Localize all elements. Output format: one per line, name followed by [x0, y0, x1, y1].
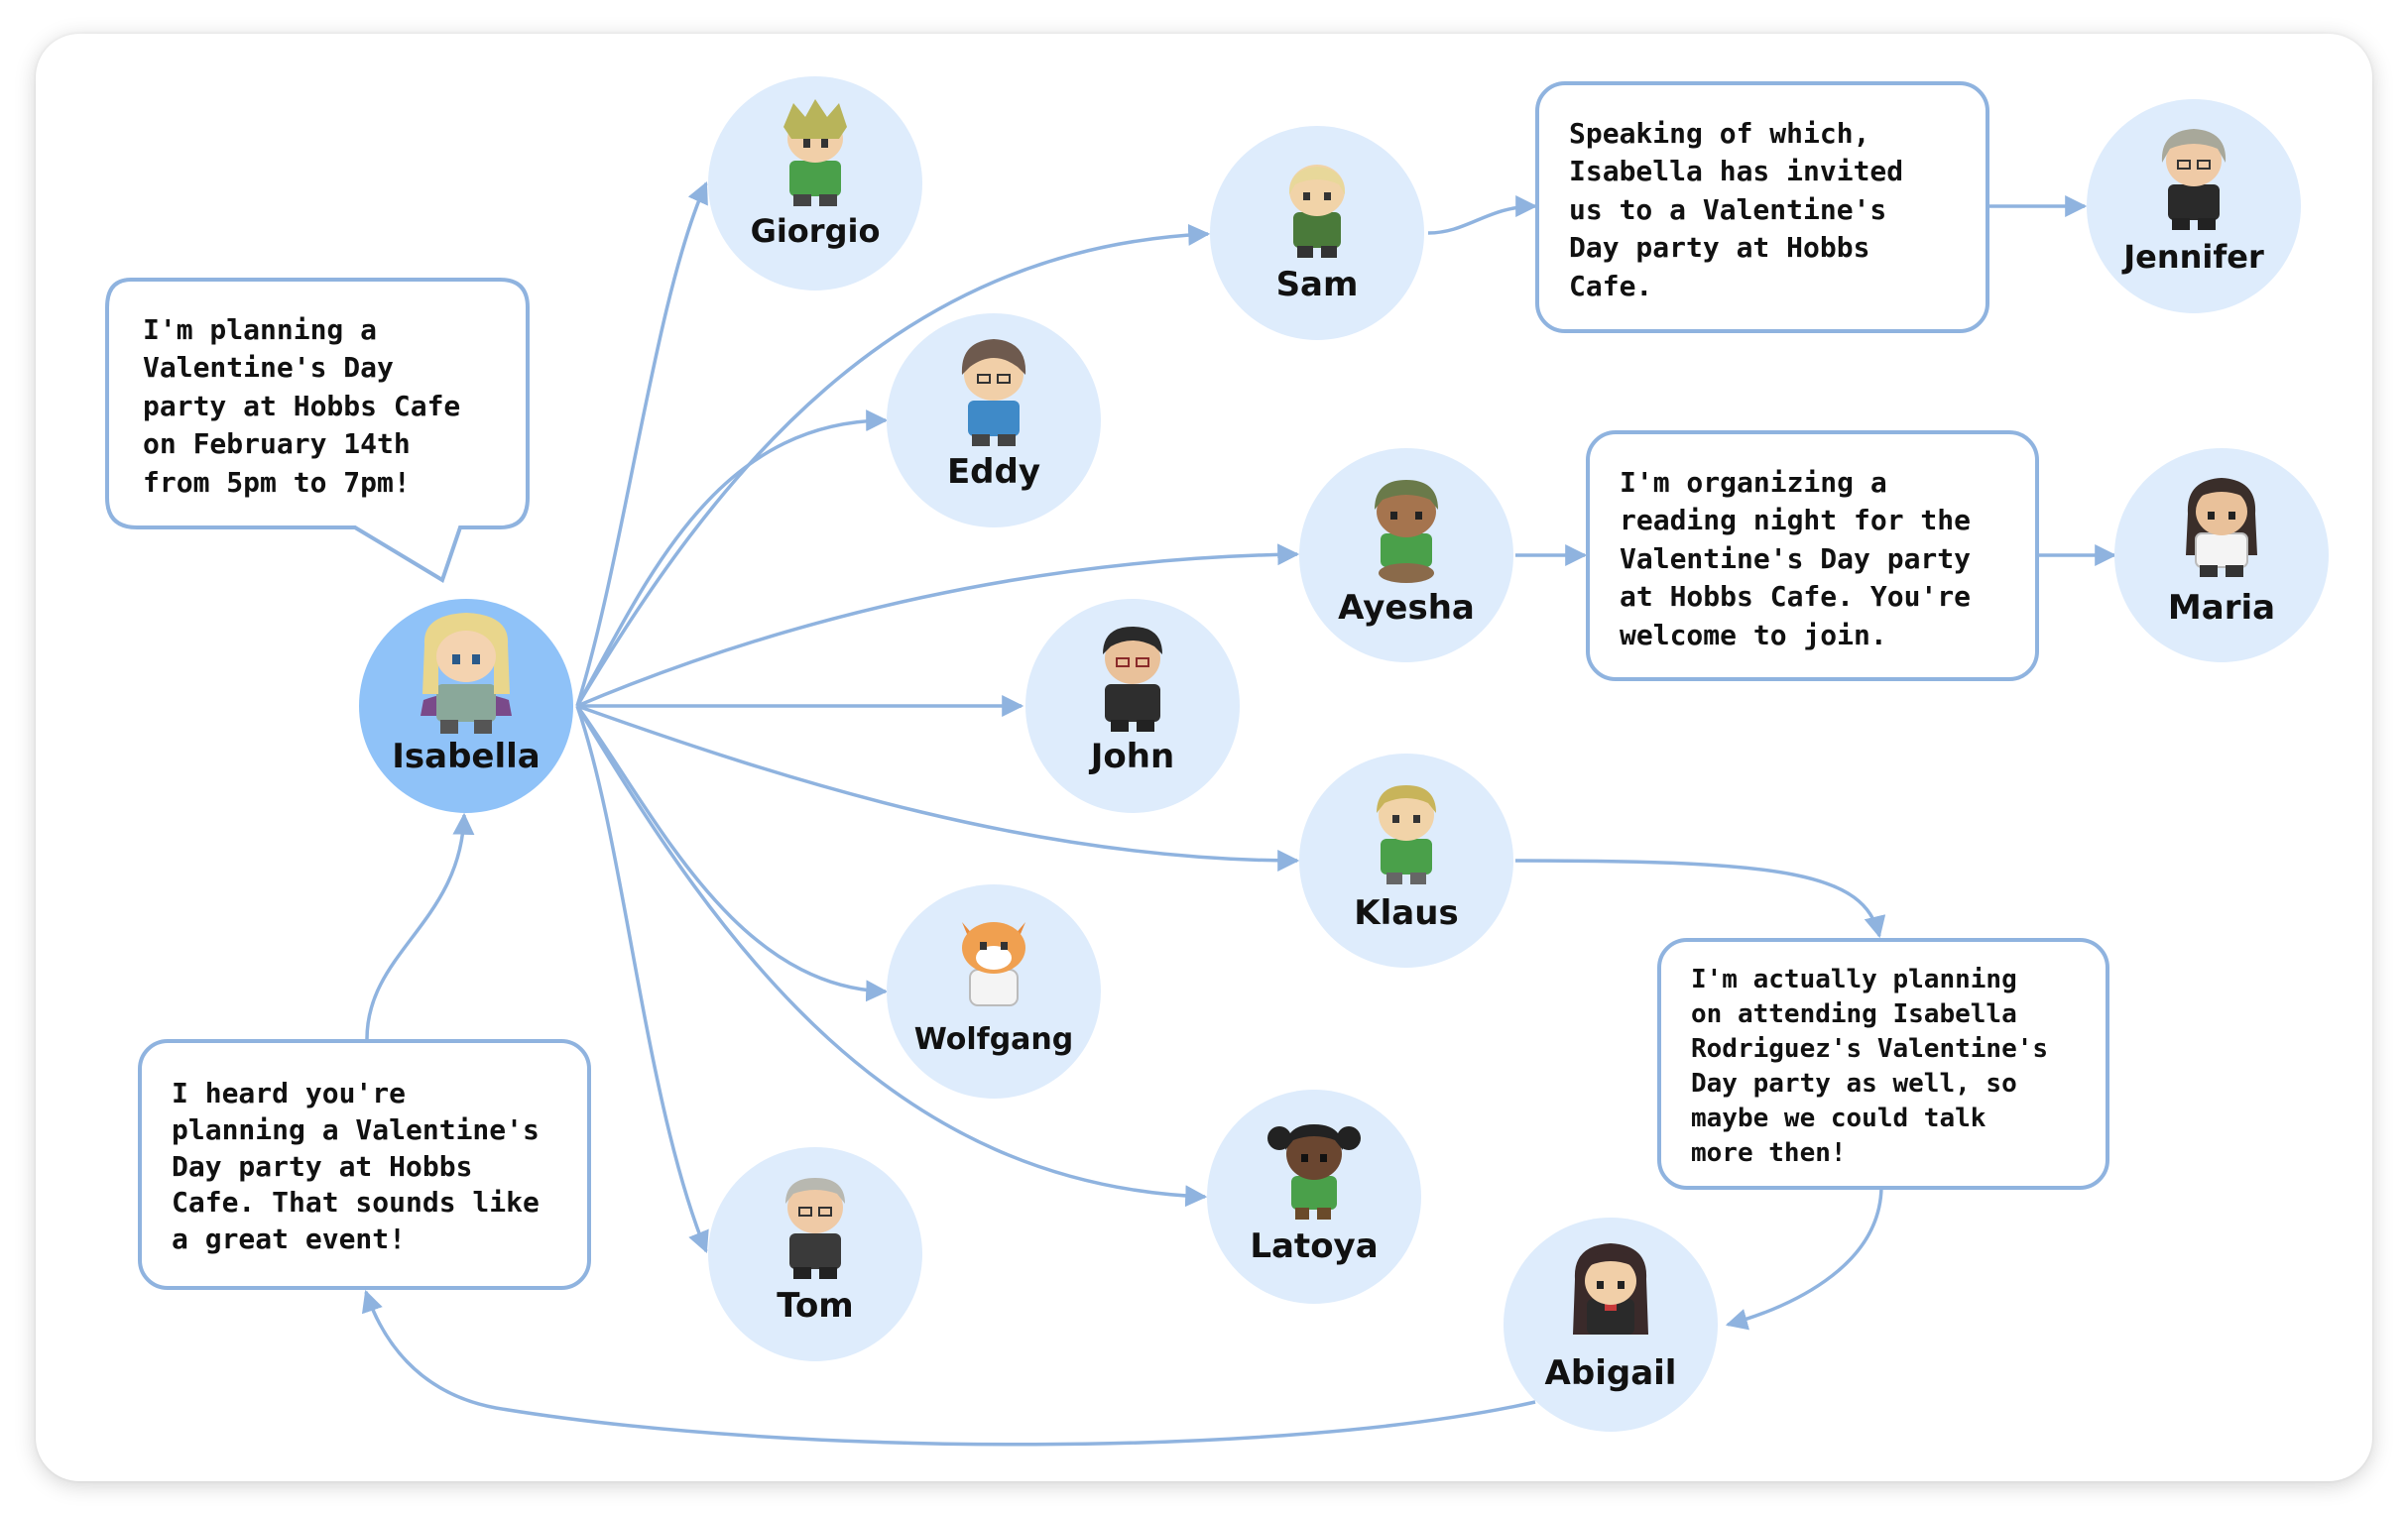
node-ayesha-label: Ayesha	[1338, 588, 1475, 628]
node-wolfgang[interactable]: Wolfgang	[887, 884, 1101, 1099]
node-latoya-label: Latoya	[1250, 1226, 1378, 1266]
node-maria[interactable]: Maria	[2114, 448, 2329, 662]
node-eddy[interactable]: Eddy	[887, 313, 1101, 527]
bubble-klaus-to-abigail	[1657, 938, 2109, 1190]
tom-avatar-icon	[785, 1178, 845, 1279]
bubble-abigail-to-isabella	[138, 1039, 591, 1290]
bubble-ayesha-to-maria-text: I'm organizing a reading night for the V…	[1620, 466, 1987, 651]
node-latoya[interactable]: Latoya	[1207, 1090, 1421, 1304]
edge-bubble-abigail	[1725, 1187, 1883, 1331]
node-giorgio-label: Giorgio	[751, 212, 881, 250]
node-abigail[interactable]: Abigail	[1504, 1218, 1718, 1432]
edge-klaus-bubble	[1514, 859, 1886, 939]
node-ayesha[interactable]: Ayesha	[1299, 448, 1513, 662]
bubble-ayesha-to-maria	[1586, 430, 2039, 681]
node-john[interactable]: John	[1025, 599, 1240, 813]
node-klaus[interactable]: Klaus	[1299, 754, 1513, 968]
giorgio-avatar-icon	[783, 99, 847, 206]
latoya-avatar-icon	[1267, 1124, 1361, 1220]
edge-isabella-wolfgang	[575, 704, 889, 1002]
bubble-isabella-invite	[105, 278, 530, 583]
people-nodes: Isabella Giorgio	[359, 76, 2329, 1432]
edge-isabella-tom	[575, 705, 709, 1254]
sam-avatar-icon	[1289, 165, 1345, 258]
john-avatar-icon	[1103, 627, 1162, 732]
node-jennifer[interactable]: Jennifer	[2087, 99, 2301, 313]
node-abigail-label: Abigail	[1545, 1353, 1677, 1393]
isabella-avatar-icon	[421, 613, 512, 734]
maria-avatar-icon	[2186, 478, 2257, 577]
node-giorgio[interactable]: Giorgio	[708, 76, 922, 291]
bubble-sam-to-jennifer	[1535, 81, 1989, 333]
bubble-isabella-invite-text: I'm planning a Valentine's Day party at …	[143, 313, 477, 499]
speech-bubbles: I'm planning a Valentine's Day party at …	[105, 81, 2109, 1290]
edge-bubble-isabella	[365, 812, 475, 1040]
ayesha-avatar-icon	[1375, 480, 1438, 583]
klaus-avatar-icon	[1377, 785, 1436, 884]
node-tom[interactable]: Tom	[708, 1147, 922, 1361]
jennifer-avatar-icon	[2161, 129, 2227, 230]
edge-abigail-bubble	[361, 1289, 1536, 1447]
bubble-klaus-to-abigail-text: I'm actually planning on attending Isabe…	[1691, 965, 2064, 1168]
edge-isabella-sam	[575, 223, 1211, 707]
edge-isabella-giorgio	[575, 180, 708, 707]
node-john-label: John	[1089, 737, 1174, 776]
node-sam[interactable]: Sam	[1210, 126, 1424, 340]
edge-isabella-latoya	[575, 705, 1208, 1208]
abigail-avatar-icon	[1573, 1243, 1648, 1335]
bubble-sam-to-jennifer-text: Speaking of which, Isabella has invited …	[1569, 117, 1920, 302]
node-sam-label: Sam	[1276, 265, 1359, 304]
node-wolfgang-label: Wolfgang	[914, 1022, 1074, 1057]
node-isabella-label: Isabella	[392, 737, 540, 776]
edges	[361, 180, 2117, 1447]
node-klaus-label: Klaus	[1354, 893, 1458, 933]
node-maria-label: Maria	[2168, 588, 2275, 628]
node-jennifer-label: Jennifer	[2121, 238, 2264, 276]
node-tom-label: Tom	[777, 1286, 853, 1326]
wolfgang-avatar-icon	[962, 922, 1025, 1006]
edge-sam-bubble	[1427, 195, 1538, 235]
node-eddy-label: Eddy	[947, 452, 1040, 492]
bubble-abigail-to-isabella-text: I heard you're planning a Valentine's Da…	[172, 1077, 556, 1255]
eddy-avatar-icon	[961, 339, 1026, 446]
edge-isabella-klaus	[576, 704, 1300, 872]
edge-isabella-eddy	[575, 409, 889, 707]
node-isabella[interactable]: Isabella	[359, 599, 573, 813]
edge-isabella-ayesha	[576, 543, 1300, 708]
